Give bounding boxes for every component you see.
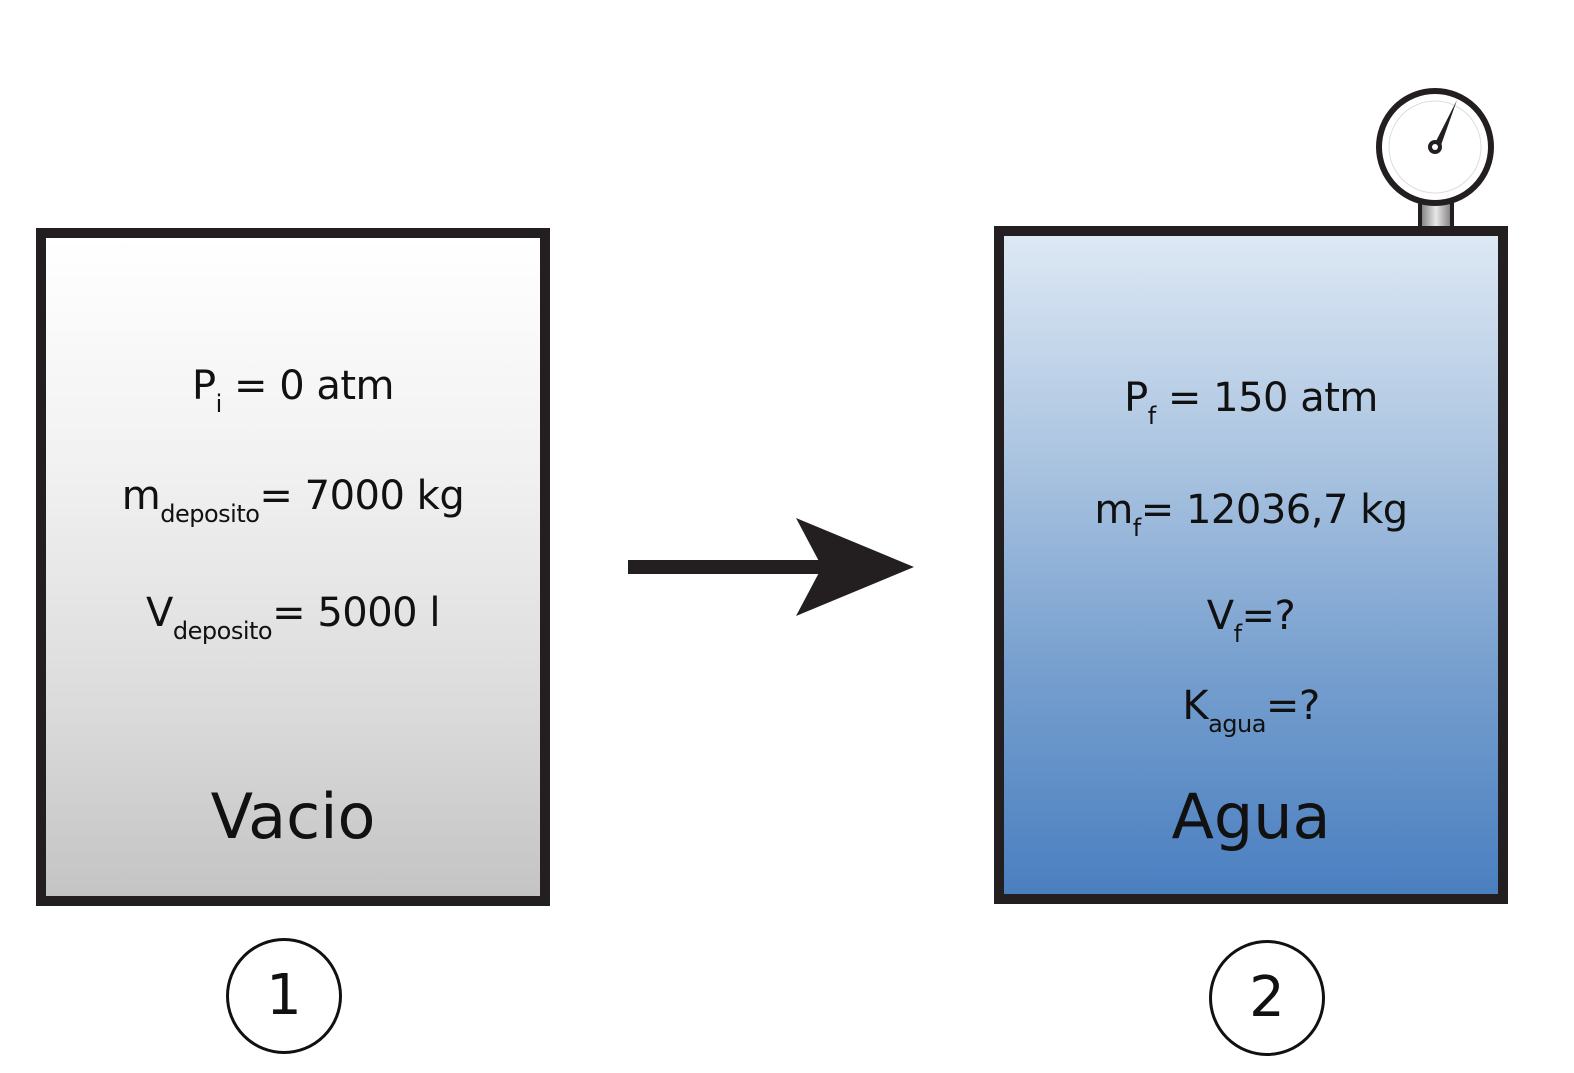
volume-final: Vf=? <box>1206 593 1296 649</box>
pressure-final: Pf = 150 atm <box>1124 375 1378 431</box>
label-vacio: Vacio <box>210 780 376 853</box>
mass-deposito: mdeposito= 7000 kg <box>121 473 465 529</box>
mass-final: mf= 12036,7 kg <box>1094 487 1408 543</box>
pressure-initial: Pi = 0 atm <box>191 363 395 419</box>
volume-deposito: Vdeposito= 5000 l <box>146 590 440 646</box>
label-agua: Agua <box>1171 780 1331 853</box>
tank-agua: Pf = 150 atm mf= 12036,7 kg Vf=? Kagua=?… <box>994 226 1508 904</box>
compressibility-agua: Kagua=? <box>1182 683 1320 739</box>
step-number-1: 1 <box>226 938 342 1054</box>
step-number-2: 2 <box>1209 940 1325 1056</box>
arrow-right-icon <box>628 518 914 616</box>
tank-vacio: Pi = 0 atm mdeposito= 7000 kg Vdeposito=… <box>36 228 550 906</box>
pressure-gauge-icon <box>1376 88 1494 232</box>
